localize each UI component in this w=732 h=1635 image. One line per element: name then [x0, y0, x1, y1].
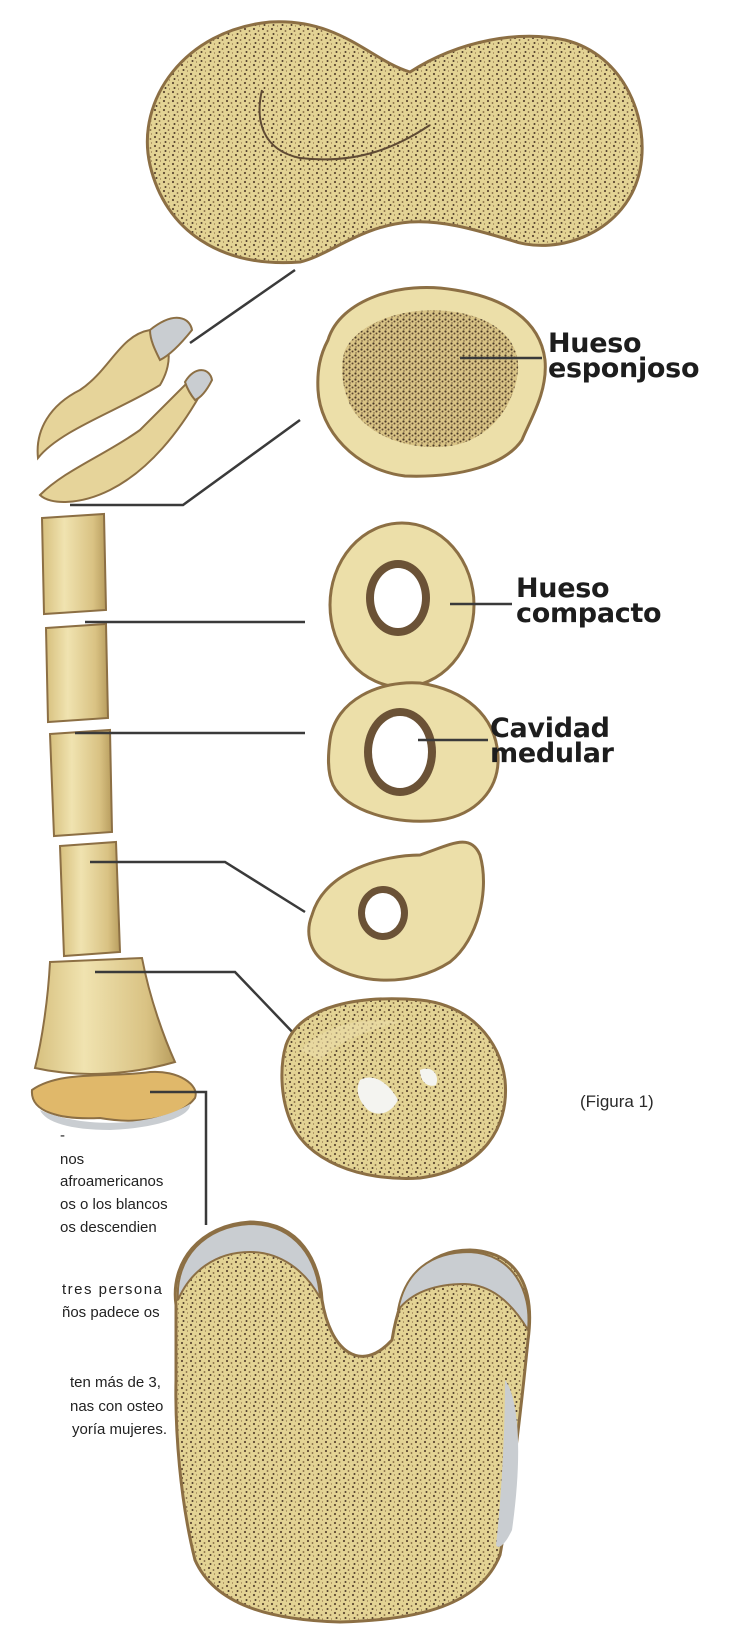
body-text-line-3: afroamericanos — [60, 1173, 170, 1190]
medullary-cavity-label: Cavidad medular — [490, 716, 614, 766]
shaft-segment-5 — [35, 958, 175, 1074]
figure-caption: (Figura 1) — [580, 1092, 654, 1112]
compact-bone-label-line2: compacto — [516, 601, 661, 626]
body-text-line-6: tres persona — [62, 1281, 172, 1298]
shaft-segment-3 — [50, 730, 112, 836]
body-text-line-10: yoría mujeres. — [72, 1421, 172, 1438]
spongy-bone-label: Hueso esponjoso — [548, 331, 699, 381]
femoral-head-section — [147, 22, 642, 263]
medullary-cavity-label-line2: medular — [490, 741, 614, 766]
body-text-line-5: os descendien — [60, 1219, 170, 1236]
shaft-segment-4 — [60, 842, 120, 956]
shaft-segment-1 — [42, 514, 106, 614]
body-text-line-4: os o los blancos — [60, 1196, 170, 1213]
section-metaphysis — [282, 999, 506, 1179]
spongy-bone-label-line2: esponjoso — [548, 356, 699, 381]
compact-bone-label: Hueso compacto — [516, 576, 661, 626]
body-text-line-1: - — [60, 1127, 90, 1144]
shaft-segment-2 — [46, 624, 108, 722]
body-text-line-7: ños padece os — [62, 1304, 172, 1321]
body-text-line-2: nos — [60, 1151, 170, 1168]
body-text-line-8: ten más de 3, — [70, 1374, 170, 1391]
body-text-line-9: nas con osteo — [70, 1398, 170, 1415]
